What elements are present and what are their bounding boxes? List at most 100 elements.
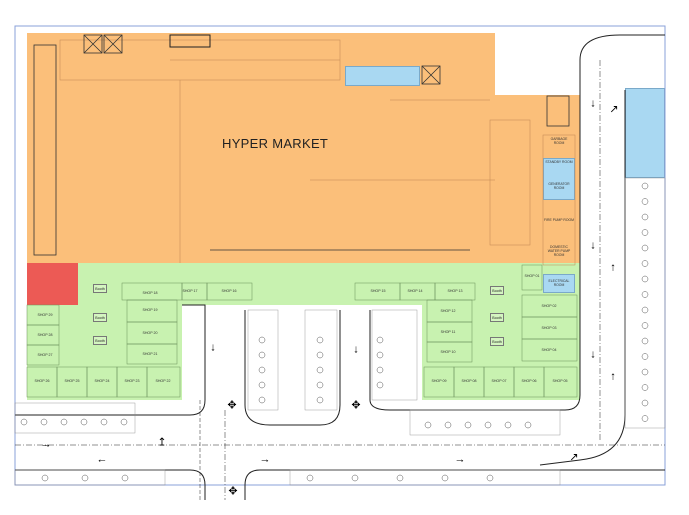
electrical-room-label: ELECTRICAL ROOM: [548, 279, 570, 287]
parking-stall-marker: [441, 474, 449, 482]
shop-label: SHOP 25: [64, 379, 80, 383]
parking-stall-marker: [641, 415, 649, 422]
parking-stall-marker: [641, 182, 649, 190]
parking-stall-marker: [396, 474, 404, 482]
parking-stall-marker: [258, 381, 266, 389]
electrical-room-zone: [543, 274, 575, 293]
generator-room-label: GENERATOR ROOM: [548, 182, 570, 190]
shop-label: SHOP 08: [461, 379, 477, 383]
parking-stall-marker: [524, 421, 532, 429]
parking-stall-marker: [316, 336, 324, 344]
parking-stall-marker: [316, 396, 324, 404]
shop-label: SHOP 28: [37, 333, 53, 337]
parking-stall-marker: [258, 336, 266, 344]
four-way-arrow-icon: ✥: [351, 399, 361, 412]
shop-label: SHOP 01: [524, 274, 540, 278]
parking-stall-marker: [484, 421, 492, 429]
parking-stall-marker: [316, 366, 324, 374]
parking-stall-marker: [121, 474, 129, 482]
arrow-down-icon: ↓: [590, 348, 596, 361]
shop-label: SHOP 24: [94, 379, 110, 383]
shop-label: SHOP 18: [142, 291, 158, 295]
parking-stall-marker: [641, 260, 649, 267]
parking-stall-marker: [351, 474, 359, 482]
parking-stall-marker: [641, 322, 649, 329]
parking-stall-marker: [424, 421, 432, 429]
booth: Booth: [490, 337, 504, 346]
booth: Booth: [490, 286, 504, 295]
garbage-room-label: GARBAGE ROOM: [550, 137, 568, 145]
shop-label: SHOP 22: [155, 379, 171, 383]
shop-label: SHOP 21: [142, 352, 158, 356]
parking-stall-marker: [40, 418, 48, 426]
arrow-right-icon: →: [454, 453, 466, 466]
domestic-water-pump-room-label: DOMESTIC WATER PUMP ROOM: [547, 245, 571, 257]
parking-stall-marker: [641, 213, 649, 221]
parking-stall-marker: [376, 366, 384, 374]
parking-stall-marker: [376, 336, 384, 344]
parking-stall-marker: [20, 418, 28, 426]
shop-label: SHOP 10: [440, 350, 456, 354]
shop-label: SHOP 15: [370, 289, 386, 293]
turn-right-arrow-icon: ↗: [609, 103, 619, 116]
parking-stall-marker: [60, 418, 68, 426]
parking-stall-marker: [641, 384, 649, 391]
shop-label: SHOP 03: [541, 326, 557, 330]
turn-arrow-icon: ↗: [569, 451, 579, 464]
shop-label: SHOP 26: [34, 379, 50, 383]
parking-stall-marker: [258, 396, 266, 404]
parking-stall-marker: [120, 418, 128, 426]
parking-stall-marker: [641, 353, 649, 360]
shop-label: SHOP 02: [541, 304, 557, 308]
arrow-up-icon: ↑: [610, 261, 616, 274]
shop-label: SHOP 06: [521, 379, 537, 383]
parking-stall-marker: [641, 229, 649, 236]
booth: Booth: [490, 313, 504, 322]
shop-label: SHOP 14: [407, 289, 423, 293]
shop-label: SHOP 11: [440, 330, 456, 334]
parking-stall-marker: [80, 418, 88, 426]
parking-stall-marker: [316, 351, 324, 359]
parking-stall-marker: [100, 418, 108, 426]
parking-stall-marker: [376, 381, 384, 389]
standby-room-label: STANDBY ROOM: [545, 160, 573, 164]
toilets-zone: [27, 263, 78, 305]
parking-stall-marker: [641, 306, 649, 314]
arrow-up-icon: ↑: [610, 370, 616, 383]
booth: Booth: [93, 313, 107, 322]
shop-label: SHOP 05: [552, 379, 568, 383]
standby-generator-zone: [543, 158, 575, 200]
arrow-down-icon: ↓: [210, 341, 216, 354]
shop-label: SHOP 17: [182, 289, 198, 293]
arrow-down-icon: ↓: [590, 97, 596, 110]
parking-stall-marker: [641, 244, 649, 252]
parking-stall-marker: [316, 381, 324, 389]
parking-stall-marker: [306, 474, 314, 482]
four-way-arrow-icon: ✥: [227, 399, 237, 412]
hypermarket-title: HYPER MARKET: [222, 136, 329, 151]
shop-label: SHOP 09: [431, 379, 447, 383]
arrow-down-icon: ↓: [353, 343, 359, 356]
parking-stall-marker: [641, 399, 649, 407]
parking-stall-marker: [444, 421, 452, 429]
shop-label: SHOP 23: [124, 379, 140, 383]
parking-stall-marker: [641, 275, 649, 283]
turn-arrow-icon: ↥: [157, 436, 167, 449]
parking-stall-marker: [641, 337, 649, 345]
shop-label: SHOP 13: [447, 289, 463, 293]
arrow-right-icon: →: [259, 453, 271, 466]
arrow-left-icon: ←: [96, 453, 108, 466]
parking-stall-marker: [258, 366, 266, 374]
shop-label: SHOP 19: [142, 308, 158, 312]
fire-pump-room-label: FIRE PUMP ROOM: [544, 218, 574, 222]
parking-stall-marker: [258, 351, 266, 359]
parking-stall-marker: [641, 291, 649, 298]
four-way-arrow-icon: ✥: [228, 485, 238, 498]
arrow-down-icon: ↓: [590, 239, 596, 252]
cold-room: [345, 66, 420, 86]
shop-label: SHOP 29: [37, 313, 53, 317]
arrow-right-icon: →: [40, 438, 52, 451]
shop-label: SHOP 27: [37, 353, 53, 357]
